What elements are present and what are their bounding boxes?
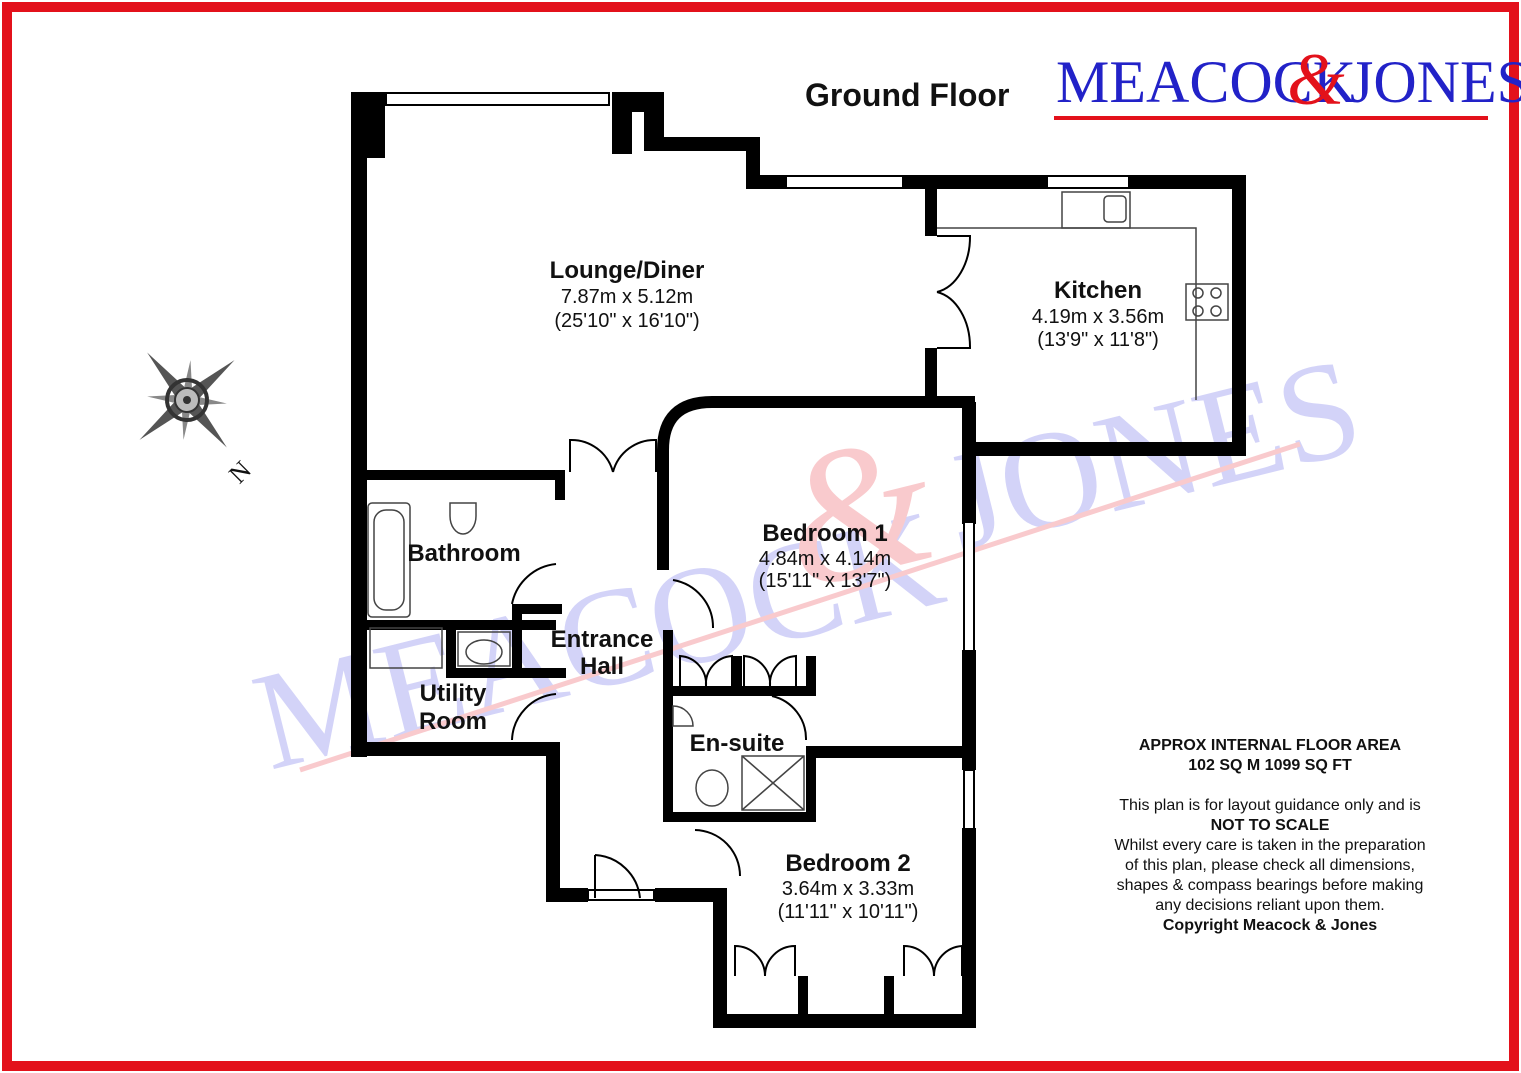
room-lounge-name: Lounge/Diner [550,257,705,284]
brand-logo-amp: & [1287,39,1345,121]
room-utility-line2: Room [419,708,487,735]
room-bedroom2-name: Bedroom 2 [785,850,910,877]
room-bedroom2: Bedroom 2 3.64m x 3.33m (11'11" x 10'11"… [778,850,919,923]
room-bedroom1: Bedroom 1 4.84m x 4.14m (15'11" x 13'7") [759,520,892,592]
room-entrance-hall-line2: Hall [580,653,624,680]
room-bedroom1-imperial: (15'11" x 13'7") [759,570,892,592]
ensuite-toilet-icon [695,769,729,807]
fixtures [367,191,1229,811]
watermark-underline [299,441,1301,773]
room-ensuite-name: En-suite [690,730,785,757]
disclaimer-line1: This plan is for layout guidance only an… [1119,797,1421,814]
room-utility: Utility Room [419,680,487,735]
brand-logo-right: JONES [1350,49,1521,115]
room-bedroom2-metric: 3.64m x 3.33m [782,878,914,900]
room-lounge: Lounge/Diner 7.87m x 5.12m (25'10" x 16'… [550,257,705,332]
kitchen-sink-icon [1061,191,1131,229]
room-entrance-hall: Entrance Hall [551,626,654,680]
room-entrance-hall-line1: Entrance [551,626,654,653]
room-kitchen-metric: 4.19m x 3.56m [1032,306,1164,328]
floor-area-notes: APPROX INTERNAL FLOOR AREA 102 SQ M 1099… [1080,736,1460,936]
disclaimer-line6: any decisions reliant upon them. [1155,897,1385,914]
room-kitchen-imperial: (13'9" x 11'8") [1037,329,1159,351]
ensuite-basin-icon [672,705,694,727]
utility-sink-icon [369,627,443,669]
toilet-icon [449,502,477,535]
room-bedroom2-imperial: (11'11" x 10'11") [778,901,919,923]
room-bedroom1-name: Bedroom 1 [762,520,887,547]
compass-rose-icon [139,352,235,448]
brand-logo: MEACOCK & JONES [1054,39,1521,121]
copyright: Copyright Meacock & Jones [1162,917,1378,934]
not-to-scale: NOT TO SCALE [1210,817,1330,834]
kitchen-worktop [937,227,1197,400]
floor-title: Ground Floor [805,77,1009,113]
room-bedroom1-metric: 4.84m x 4.14m [759,548,891,570]
compass-north-label: N [223,455,257,489]
basin-icon [457,631,511,667]
room-kitchen: Kitchen 4.19m x 3.56m (13'9" x 11'8") [1032,277,1164,351]
disclaimer-line4: of this plan, please check all dimension… [1125,857,1415,874]
brand-logo-left: MEACOCK [1056,49,1356,115]
room-utility-line1: Utility [420,680,487,707]
room-kitchen-name: Kitchen [1054,277,1142,304]
hob-icon [1185,283,1229,321]
area-title: APPROX INTERNAL FLOOR AREA [1138,737,1402,754]
disclaimer-line3: Whilst every care is taken in the prepar… [1114,837,1426,854]
area-value: 102 SQ M 1099 SQ FT [1188,757,1352,774]
walls [351,92,1246,1028]
disclaimer-line5: shapes & compass bearings before making [1116,877,1424,894]
doors [511,235,972,977]
bath-icon [367,502,411,618]
room-lounge-metric: 7.87m x 5.12m [561,286,693,308]
room-bathroom-name: Bathroom [407,540,520,567]
room-lounge-imperial: (25'10" x 16'10") [554,310,699,332]
shower-icon [741,755,805,811]
